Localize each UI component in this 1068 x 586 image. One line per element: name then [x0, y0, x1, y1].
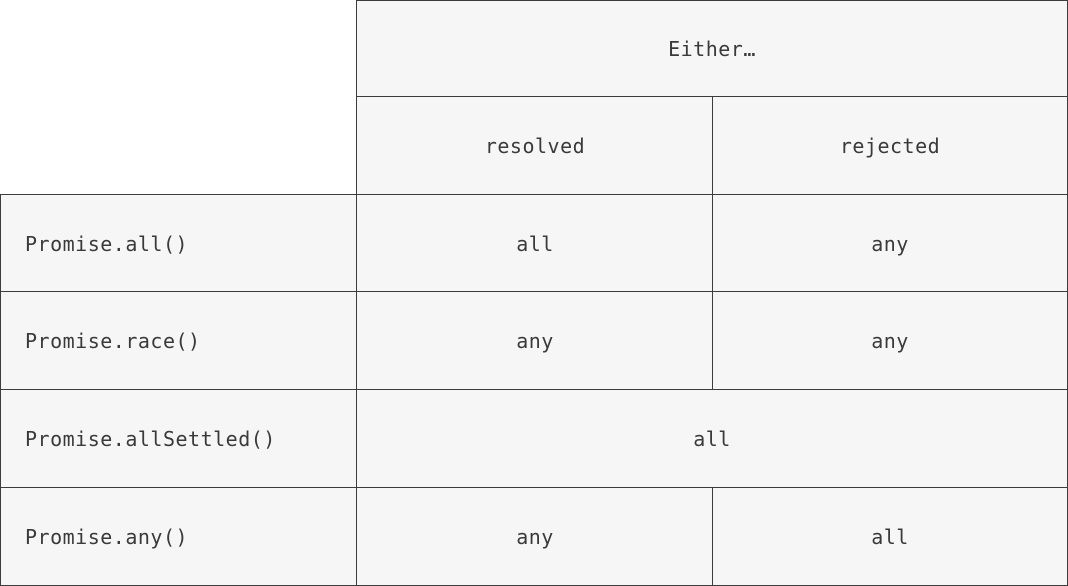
- cell-all-rejected: any: [712, 194, 1068, 293]
- row-header-promise-any: Promise.any(): [0, 487, 358, 586]
- cell-any-resolved: any: [356, 487, 714, 586]
- cell-any-rejected: all: [712, 487, 1068, 586]
- either-group-header: Either…: [356, 0, 1068, 98]
- cell-race-rejected: any: [712, 291, 1068, 391]
- row-header-promise-race: Promise.race(): [0, 291, 358, 391]
- column-header-resolved: resolved: [356, 96, 714, 195]
- row-header-promise-allsettled: Promise.allSettled(): [0, 389, 358, 489]
- cell-all-resolved: all: [356, 194, 714, 293]
- column-header-rejected: rejected: [712, 96, 1068, 195]
- row-header-promise-all: Promise.all(): [0, 194, 358, 293]
- cell-race-resolved: any: [356, 291, 714, 391]
- cell-allsettled-merged: all: [356, 389, 1068, 489]
